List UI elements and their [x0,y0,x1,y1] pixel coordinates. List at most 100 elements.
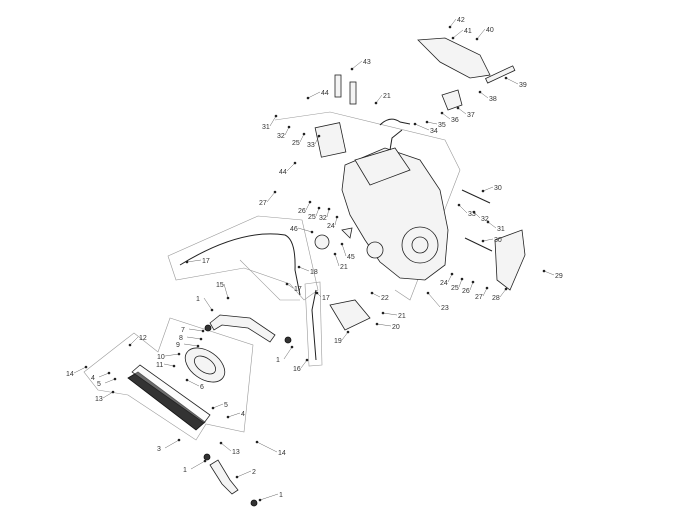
leader-line [98,372,110,378]
part-marker [172,364,176,368]
thermostat-45 [341,227,353,239]
callout-number: 27 [475,294,483,301]
part-marker [374,101,378,105]
callout-number: 8 [179,335,183,342]
callout-number: 44 [321,90,329,97]
callout-40: 40 [475,27,494,41]
callout-number: 45 [347,254,355,261]
leader-line [351,60,363,70]
callout-11: 11 [156,362,176,369]
part-marker [457,203,461,207]
callout-number: 28 [492,295,500,302]
leader-line [129,336,139,346]
callout-number: 16 [293,366,301,373]
leader-line [543,270,555,276]
callout-7: 7 [181,327,205,334]
part-marker [285,282,289,286]
callout-13: 13 [95,390,115,403]
hose-2 [209,459,239,495]
callout-31: 31 [486,220,505,233]
engine-group-outline-2 [239,259,300,301]
callout-5: 5 [211,402,228,410]
callout-number: 39 [519,82,527,89]
callout-number: 5 [224,402,228,409]
bolt-30b [464,237,493,252]
callout-number: 31 [497,226,505,233]
callout-17: 17 [185,258,210,265]
leader-line [284,126,290,136]
callout-14: 14 [255,440,286,457]
callout-13: 13 [219,441,240,456]
leader-line [186,259,202,263]
leader-line [212,403,224,409]
leader-line [163,363,175,367]
tube-39 [485,65,516,84]
callout-1: 1 [183,459,207,474]
callout-23: 23 [426,291,449,312]
part-marker [350,67,354,71]
leader-line [190,460,206,470]
callout-24: 24 [440,272,454,287]
leader-line [375,94,383,104]
leader-line [479,91,489,99]
callout-32: 32 [472,210,489,223]
leader-line [482,238,494,242]
part-marker [235,475,239,479]
part-marker [481,239,485,243]
leader-line [482,287,488,297]
leader-line [102,391,114,399]
part-marker [472,210,476,214]
callout-36: 36 [440,111,459,124]
part-marker [302,132,306,136]
callout-number: 42 [457,17,465,24]
part-marker [370,291,374,295]
part-marker [185,260,189,264]
voltage-regulator [314,122,347,158]
leader-line [482,186,494,192]
leader-line [382,312,398,316]
callout-number: 3 [157,446,161,453]
leader-line [376,323,392,327]
callout-number: 30 [494,237,502,244]
callout-35: 35 [425,120,446,129]
part-marker [426,291,430,295]
callout-number: 35 [438,122,446,129]
leader-line [457,107,467,115]
leader-line [183,343,199,347]
callout-number: 14 [278,450,286,457]
leader-line [203,297,213,311]
callout-10: 10 [157,352,181,361]
callout-42: 42 [448,17,465,29]
leader-line [414,123,430,131]
engine-group-outline [274,111,461,301]
leader-line [449,18,457,28]
callout-number: 19 [334,338,342,345]
callout-27: 27 [475,286,489,301]
hose-18 [179,233,301,296]
part-marker [460,277,464,281]
callout-number: 33 [307,142,315,149]
callout-12: 12 [128,335,147,347]
callout-37: 37 [456,106,475,119]
callout-32: 32 [277,125,291,140]
part-marker [210,308,214,312]
part-marker [542,269,546,273]
part-marker [327,207,331,211]
callout-number: 24 [440,280,448,287]
part-marker [306,96,310,100]
part-marker [346,330,350,334]
bolt-30a [461,189,491,204]
leader-line [186,336,202,340]
part-marker [315,291,319,295]
part-marker [305,358,309,362]
part-marker [84,365,88,369]
hose-34 [379,118,411,126]
leader-line [188,328,204,332]
callout-38: 38 [478,90,497,103]
callout-number: 41 [464,28,472,35]
leader-line [305,201,311,211]
part-marker [111,390,115,394]
leader-line [286,162,296,172]
callout-33: 33 [457,203,476,218]
